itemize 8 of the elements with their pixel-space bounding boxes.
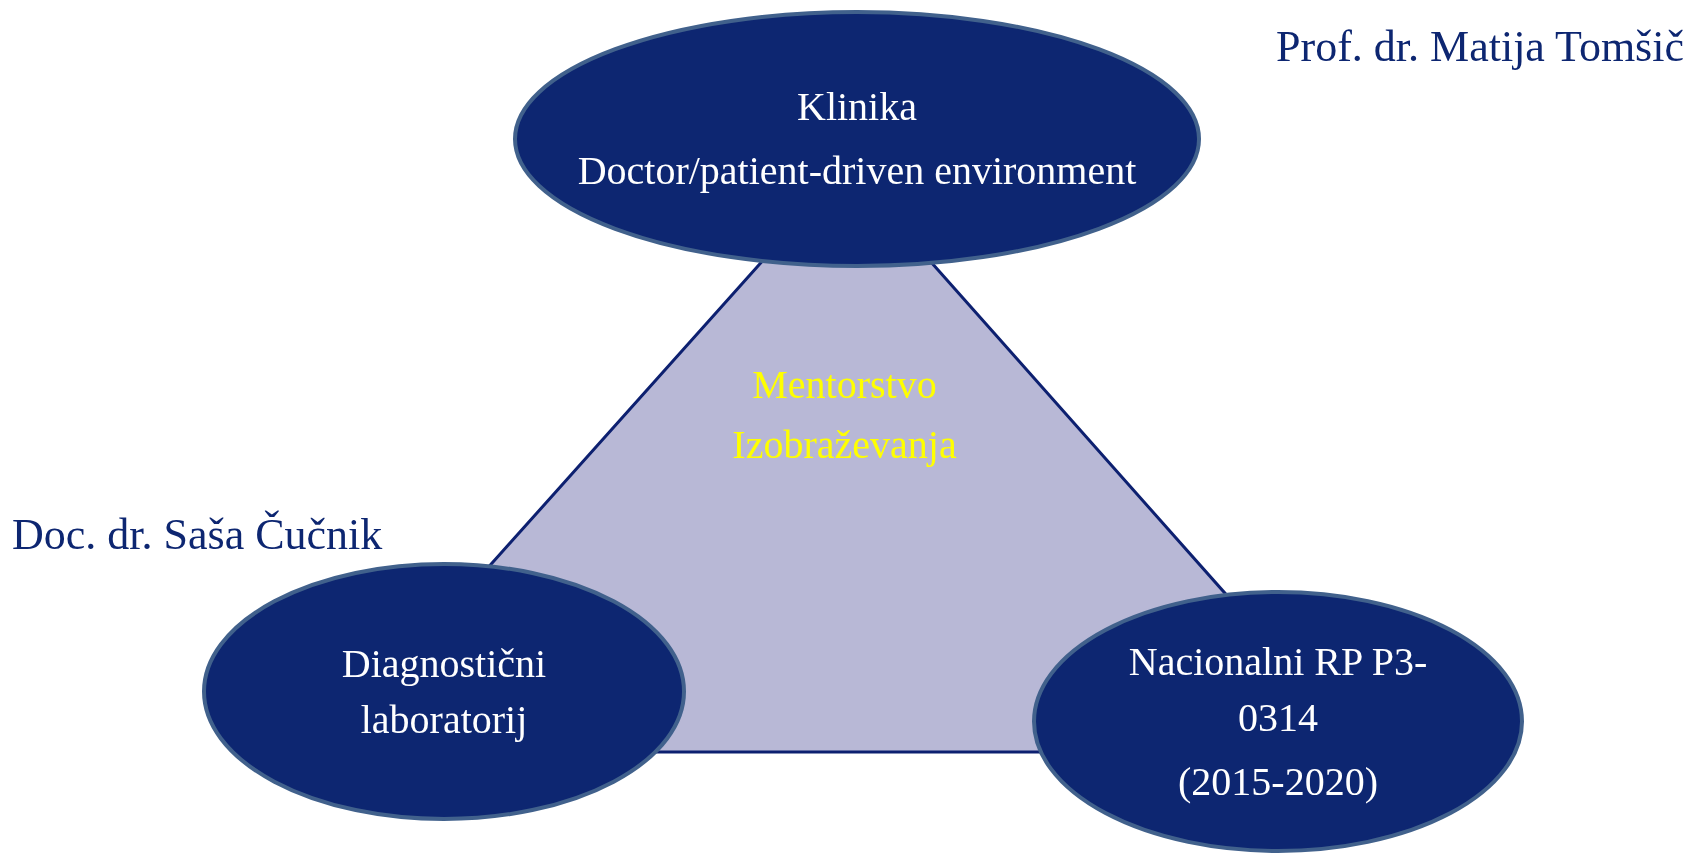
- person-name: Doc. dr. Saša Čučnik: [12, 509, 383, 561]
- ellipse-text: Nacionalni RP P3-0314: [1127, 637, 1429, 742]
- ellipse-text: Doctor/patient-driven environment: [577, 147, 1137, 195]
- ellipse-text: (2015-2020): [1178, 757, 1378, 806]
- ellipse-text: Klinika: [797, 83, 917, 131]
- triangle-text: Mentorstvo Izobraževanja: [731, 361, 958, 469]
- person-name: Prof. dr. Matija Tomšič: [1276, 21, 1684, 73]
- ellipse-text: Diagnostični laboratorij: [340, 639, 548, 744]
